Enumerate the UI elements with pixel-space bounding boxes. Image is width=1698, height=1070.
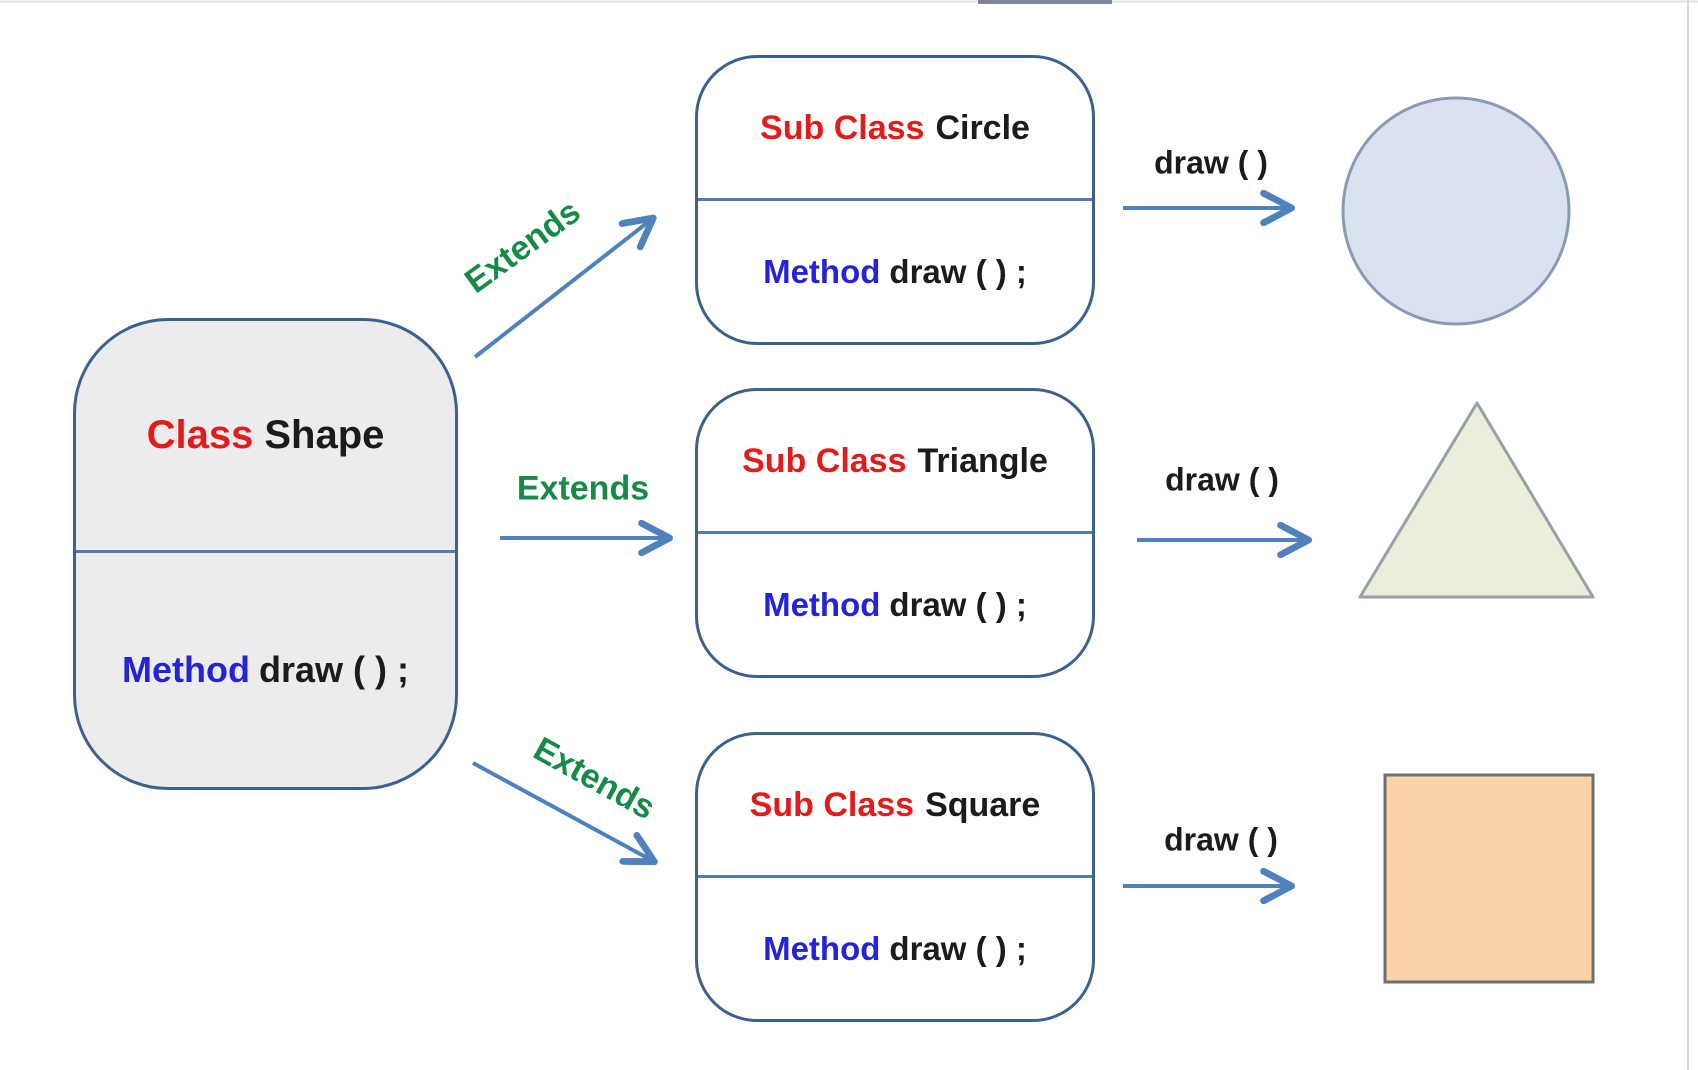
method-code: draw ( ) ; — [889, 929, 1027, 967]
class-shape-method: Method draw ( ) ; — [76, 553, 455, 787]
subclass-square-box: Sub Class Square Method draw ( ) ; — [695, 732, 1095, 1022]
subclass-name: Circle — [935, 108, 1030, 147]
draw-call-label-square: draw ( ) — [1164, 821, 1278, 858]
triangle-shape — [1358, 401, 1595, 599]
class-keyword: Class — [146, 413, 254, 457]
subclass-square-title: Sub Class Square — [698, 735, 1092, 875]
class-shape-title: Class Shape — [76, 321, 455, 550]
subclass-square-divider — [698, 875, 1092, 878]
subclass-circle-title: Sub Class Circle — [698, 58, 1092, 198]
subclass-triangle-title: Sub Class Triangle — [698, 391, 1092, 531]
subclass-keyword: Sub Class — [742, 441, 907, 480]
extends-arrow-square — [472, 761, 653, 861]
method-keyword: Method — [122, 649, 250, 690]
method-keyword: Method — [763, 929, 881, 967]
extends-label-triangle: Extends — [516, 469, 650, 508]
square-shape — [1383, 773, 1595, 984]
circle-shape — [1341, 96, 1571, 326]
subclass-triangle-box: Sub Class Triangle Method draw ( ) ; — [695, 388, 1095, 678]
subclass-circle-divider — [698, 198, 1092, 201]
method-code: draw ( ) ; — [889, 252, 1027, 290]
subclass-keyword: Sub Class — [749, 785, 915, 824]
method-keyword: Method — [763, 585, 881, 623]
extends-arrow-circle — [473, 219, 652, 359]
method-code: draw ( ) ; — [258, 649, 409, 690]
subclass-square-method: Method draw ( ) ; — [698, 878, 1092, 1019]
method-code: draw ( ) ; — [889, 585, 1027, 623]
class-shape-box: Class Shape Method draw ( ) ; — [73, 318, 458, 790]
method-keyword: Method — [763, 252, 881, 290]
subclass-keyword: Sub Class — [760, 108, 925, 147]
draw-call-label-triangle: draw ( ) — [1165, 461, 1279, 498]
subclass-name: Square — [925, 785, 1041, 824]
subclass-name: Triangle — [917, 441, 1048, 480]
draw-call-label-circle: draw ( ) — [1154, 144, 1268, 181]
class-name: Shape — [264, 413, 385, 457]
subclass-triangle-divider — [698, 531, 1092, 534]
subclass-circle-method: Method draw ( ) ; — [698, 201, 1092, 342]
subclass-circle-box: Sub Class Circle Method draw ( ) ; — [695, 55, 1095, 345]
class-shape-divider — [76, 550, 455, 553]
subclass-triangle-method: Method draw ( ) ; — [698, 534, 1092, 675]
